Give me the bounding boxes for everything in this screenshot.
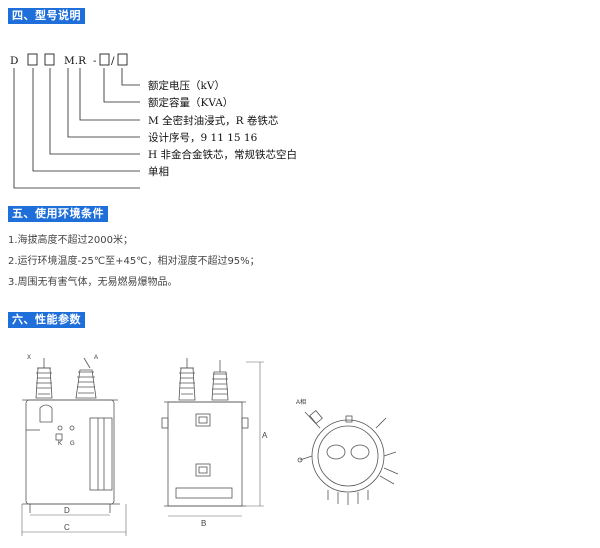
side-dimensions (168, 361, 264, 517)
dim-a-label: A (262, 431, 268, 440)
front-label-x: X (27, 355, 31, 361)
code-letter-d: D (10, 55, 18, 67)
dim-b-label: B (201, 519, 206, 528)
legend-core-type: H 非金合金铁芯，常规铁芯空白 (148, 148, 297, 161)
legend-sealed-type: M 全密封油浸式，R 卷铁芯 (148, 114, 278, 127)
front-view-drawing (22, 357, 120, 513)
bushing-right (75, 357, 97, 399)
condition-environment: 3.周围无有害气体，无易燃易爆物品。 (8, 277, 178, 288)
legend-single-phase: 单相 (148, 165, 169, 178)
transformer-drawings: X A K G D C B A (21, 355, 399, 536)
code-box-1 (27, 53, 38, 66)
code-box-4 (117, 53, 128, 66)
condition-altitude: 1.海拔高度不超过2000米； (8, 235, 133, 246)
section-5-heading: 五、使用环境条件 (8, 206, 108, 222)
section-6-heading: 六、性能参数 (8, 312, 85, 328)
front-label-k: K (58, 441, 62, 447)
legend-voltage: 额定电压（kV） (148, 79, 225, 92)
dim-d-label: D (64, 506, 70, 515)
code-slash: / (111, 55, 115, 67)
top-view-drawing (297, 410, 399, 505)
front-label-a: A (94, 355, 98, 361)
leader-lines (13, 68, 140, 189)
code-box-3 (99, 53, 110, 66)
legend-capacity: 额定容量（KVA） (148, 96, 233, 109)
code-box-2 (44, 53, 55, 66)
code-dash: - (93, 55, 97, 67)
model-code-diagram: D M.R - / 额定电压（kV） 额定容量（KVA） M 全密封油浸式，R … (10, 53, 297, 189)
side-view-drawing (161, 358, 249, 507)
condition-temperature: 2.运行环境温度-25℃至+45℃，相对湿度不超过95%； (8, 256, 260, 267)
legend-design-number: 设计序号，9 11 15 16 (148, 131, 258, 144)
front-dimensions (21, 504, 127, 536)
top-label-a-phase: A相 (296, 398, 306, 406)
bushing-left (35, 358, 53, 399)
dim-c-label: C (64, 523, 70, 532)
front-label-g: G (70, 441, 75, 447)
code-letter-mr: M.R (64, 55, 87, 67)
section-4-heading: 四、型号说明 (8, 8, 85, 24)
